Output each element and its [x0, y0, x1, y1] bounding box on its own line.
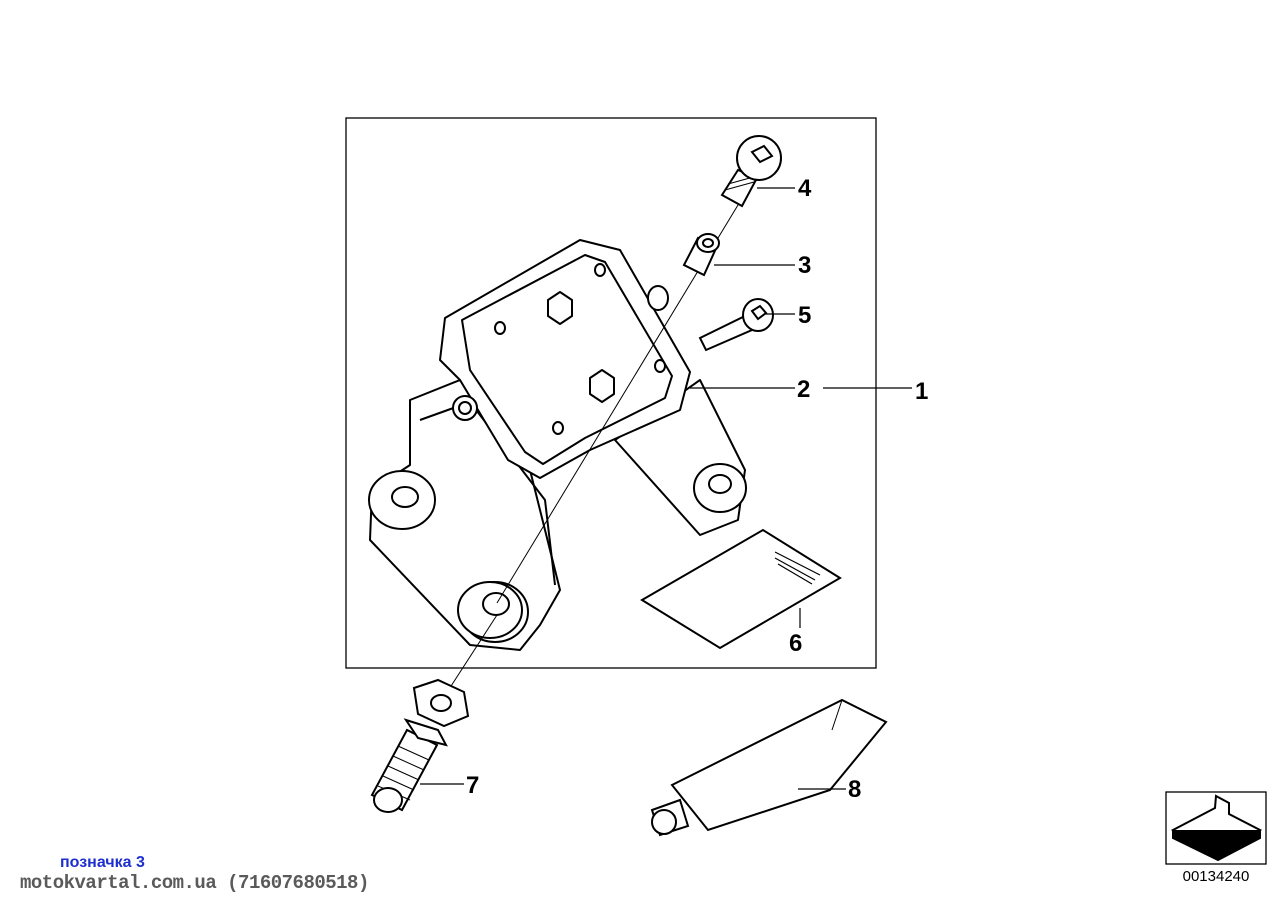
bracket-drawing: [368, 239, 747, 651]
callout-7: 7: [466, 772, 479, 799]
callout-5: 5: [798, 302, 811, 329]
diagram-number: 00134240: [1182, 868, 1250, 885]
watermark: motokvartal.com.ua (71607680518): [20, 872, 369, 894]
callout-2: 2: [797, 376, 810, 403]
assembly-frame: [345, 117, 877, 669]
leaflet-part-6: [640, 528, 842, 650]
bolt-part-7: [370, 678, 470, 813]
callout-8: 8: [848, 776, 861, 803]
callout-1: 1: [915, 378, 928, 405]
bolt-part-4: [720, 135, 782, 208]
callout-3: 3: [798, 252, 811, 279]
sleeve-part-3: [682, 233, 720, 277]
screw-part-5: [698, 298, 774, 352]
marker-label: позначка 3: [60, 854, 145, 871]
tube-part-8: [650, 698, 888, 837]
view-direction-icon: [1165, 791, 1267, 865]
callout-6: 6: [789, 630, 802, 657]
callout-4: 4: [798, 175, 812, 202]
leader-lines: [420, 187, 912, 790]
